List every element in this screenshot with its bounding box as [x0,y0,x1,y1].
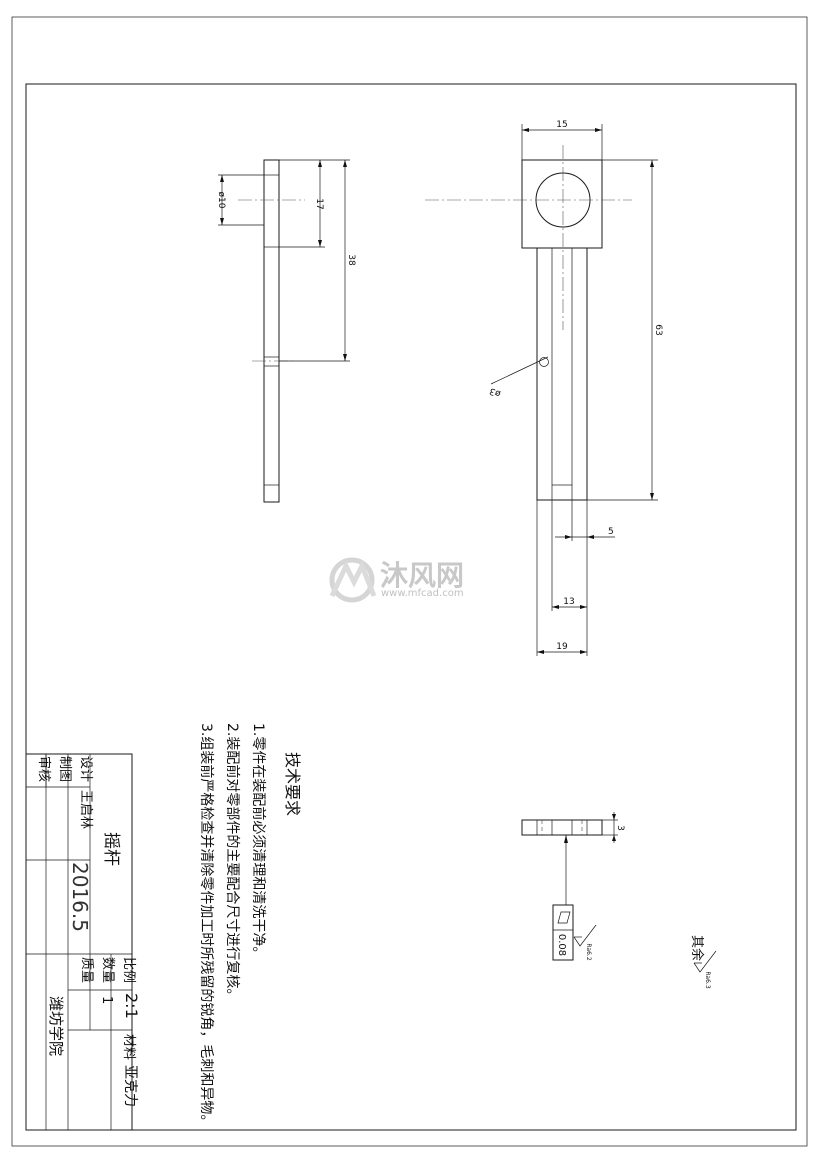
dim-15: 15 [556,120,567,130]
outer-border [11,16,808,1147]
rest-roughness-symbol [693,950,717,973]
thickness-view [521,812,618,961]
tech-note-2: 2.装配前对零部件的主要配合尺寸进行复核。 [224,723,241,1002]
tb-drafter-label: 制图 [57,756,72,782]
tech-note-1: 1.零件在装配前必须清理和清洗干净。 [250,723,267,960]
tb-school: 潍坊学院 [47,996,65,1056]
inner-border [25,83,797,1131]
tb-date: 2016.5 [68,862,92,932]
tb-designer-label: 设计 [78,756,93,782]
dim-13: 13 [563,597,574,607]
roughness-ra: Ra6.2 [585,943,592,960]
rest-roughness-ra: Ra6.3 [704,971,711,988]
dim-dia-10: ø10 [216,192,226,209]
rest-label: 其余 [689,935,705,961]
dim-38: 38 [346,254,356,266]
dim-19: 19 [556,642,568,652]
dim-5: 5 [608,527,614,537]
tb-reviewer-label: 审核 [36,756,51,782]
tb-scale-label: 比例 [121,957,136,983]
side-view [218,159,350,503]
tb-quantity: 1 [99,996,114,1004]
tb-mass-label: 质量 [79,957,94,983]
tech-notes-title: 技术要求 [283,752,302,816]
flatness-value: 0.08 [556,934,567,956]
dim-17: 17 [314,198,324,209]
watermark-url: www.mfcad.com [381,588,464,599]
dim-63: 63 [653,324,663,335]
dim-thick-3: 3 [615,825,625,831]
title-block [25,753,133,1131]
dim-dia-3: ø3 [488,385,502,398]
tb-scale: 2:1 [122,993,141,1019]
tb-material: 亚克力 [122,1065,138,1107]
watermark-logo [329,557,377,603]
watermark-name: 沐风网 [380,559,464,592]
front-view [425,124,658,656]
tb-material-label: 材料 [121,1034,136,1060]
tb-part-name: 摇杆 [101,832,121,866]
tb-quantity-label: 数量 [100,957,115,983]
tb-designer: 王启林 [78,790,93,829]
tech-note-3: 3.组装前严格检查并清除零件加工时所残留的锐角，毛刺和异物。 [198,723,215,1128]
